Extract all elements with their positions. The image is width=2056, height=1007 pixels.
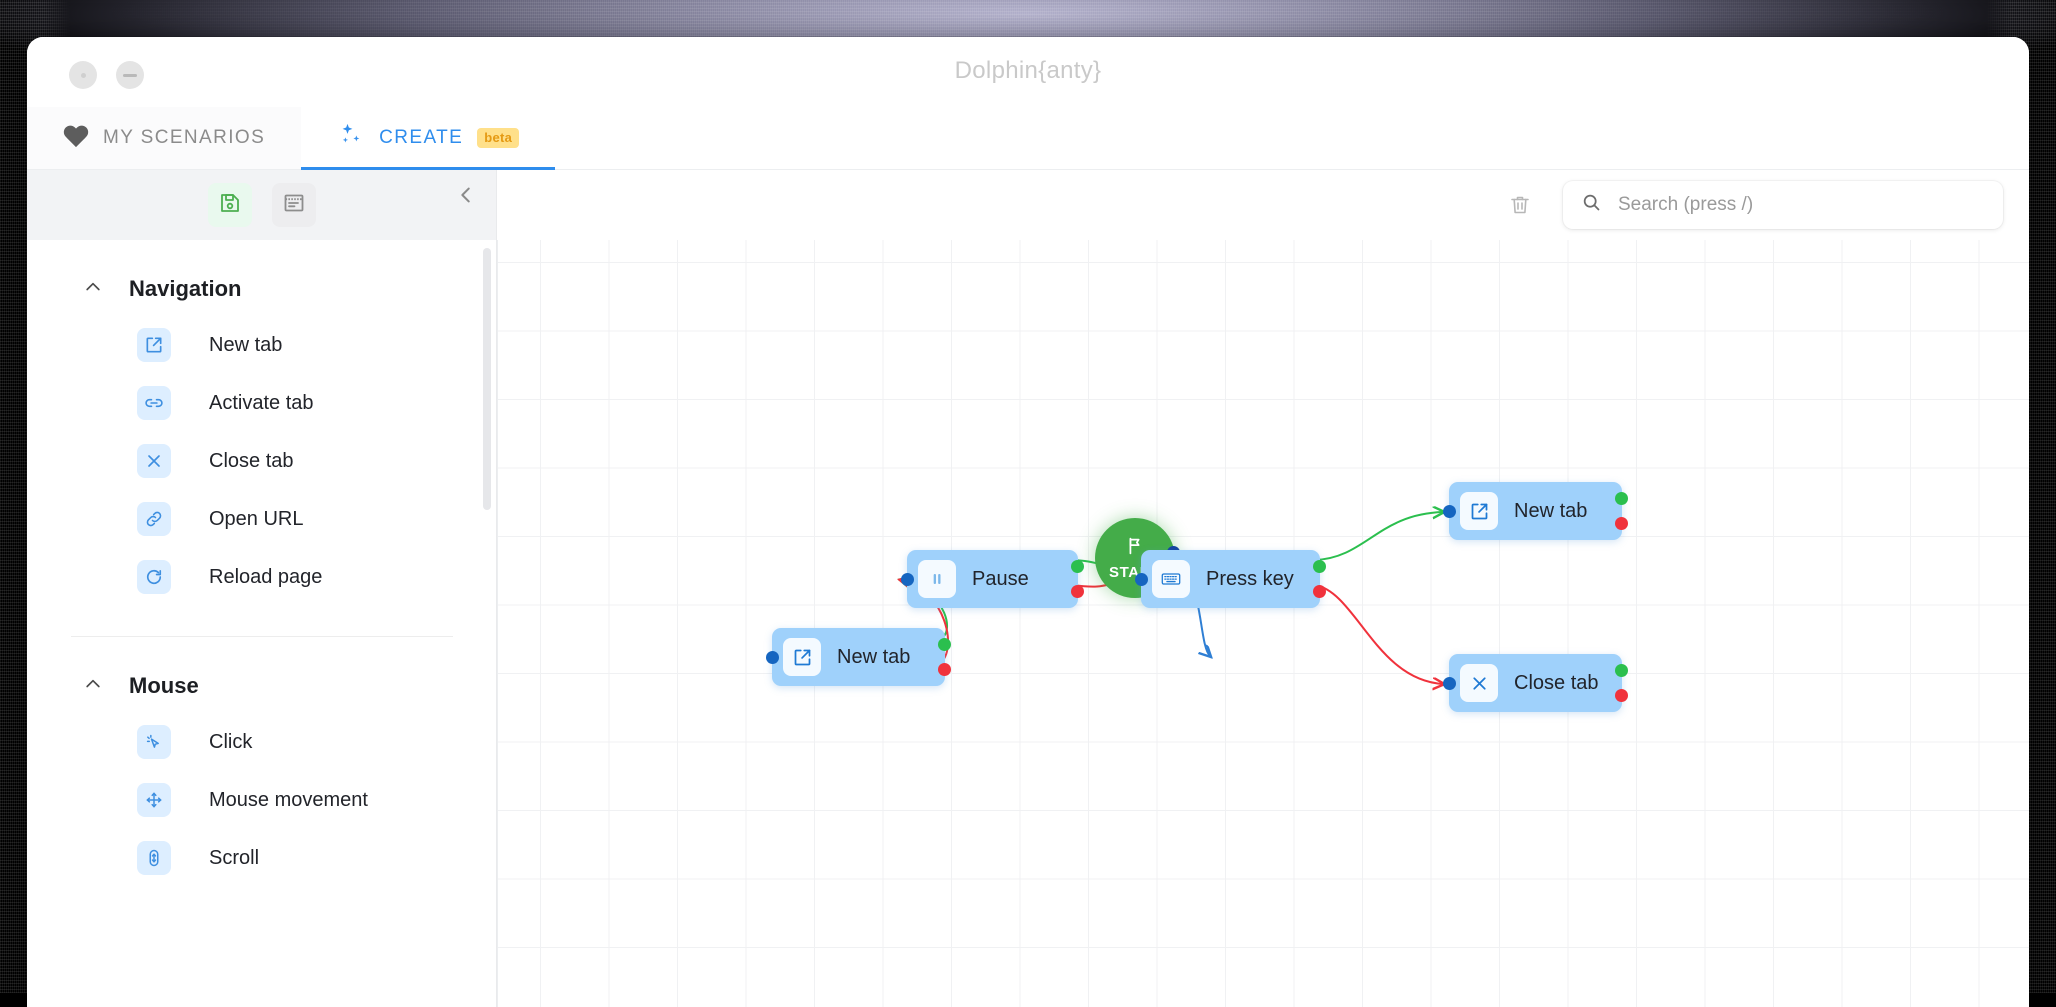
close-x-icon	[1460, 664, 1498, 702]
section-mouse-header[interactable]: Mouse	[27, 637, 497, 713]
flow-node-press-key[interactable]: Press key	[1135, 550, 1326, 608]
error-output-port[interactable]	[938, 663, 951, 676]
flow-edges	[498, 240, 2029, 1007]
external-link-icon	[137, 328, 171, 362]
section-navigation-header[interactable]: Navigation	[27, 240, 497, 316]
flow-node-label: Press key	[1206, 567, 1294, 590]
library-item-label: Reload page	[209, 565, 323, 588]
chevron-up-icon	[83, 674, 103, 699]
panel-scroll-area[interactable]: Navigation New tab	[27, 240, 497, 1007]
library-item-reload-page[interactable]: Reload page	[27, 548, 497, 606]
library-item-label: Scroll	[209, 846, 260, 869]
editor-toolbar	[497, 170, 2029, 240]
section-divider	[71, 636, 453, 637]
panel-collapse-button[interactable]	[453, 184, 479, 210]
flow-node-label: New tab	[837, 645, 911, 668]
reload-icon	[137, 560, 171, 594]
app-window: Dolphin{anty} MY SCENARIOS CREATE beta	[27, 37, 2029, 1007]
view-log-button[interactable]	[272, 183, 316, 227]
search-box[interactable]	[1563, 181, 2003, 229]
close-dot-icon	[80, 72, 86, 78]
flow-node-label: New tab	[1514, 499, 1588, 522]
section-mouse-title: Mouse	[129, 673, 199, 698]
editor-area: START New tab	[497, 170, 2029, 1007]
flag-icon	[1124, 535, 1146, 562]
app-body: Navigation New tab	[27, 170, 2029, 1007]
success-output-port[interactable]	[1615, 664, 1628, 677]
move-arrows-icon	[137, 783, 171, 817]
flow-node-new-tab-2[interactable]: New tab	[1443, 482, 1628, 540]
library-item-new-tab[interactable]: New tab	[27, 316, 497, 374]
pause-icon	[918, 560, 956, 598]
tab-create[interactable]: CREATE beta	[301, 107, 556, 170]
flow-node-pause[interactable]: Pause	[901, 550, 1084, 608]
tab-my-scenarios-label: MY SCENARIOS	[103, 127, 266, 148]
search-icon	[1581, 192, 1602, 218]
app-title: Dolphin{anty}	[954, 57, 1102, 84]
window-minimize-button[interactable]	[116, 61, 144, 89]
input-port[interactable]	[1135, 573, 1148, 586]
search-input[interactable]	[1616, 193, 1985, 217]
library-item-label: Activate tab	[209, 391, 314, 414]
tab-strip: MY SCENARIOS CREATE beta	[27, 107, 2029, 170]
section-navigation-title: Navigation	[129, 276, 242, 301]
flow-node-close-tab[interactable]: Close tab	[1443, 654, 1628, 712]
library-item-label: Click	[209, 730, 253, 753]
chevron-up-icon	[83, 277, 103, 302]
sparkle-icon	[337, 121, 365, 155]
input-port[interactable]	[1443, 677, 1456, 690]
success-output-port[interactable]	[1615, 492, 1628, 505]
flow-canvas[interactable]: START New tab	[497, 240, 2029, 1007]
flow-node-label: Pause	[972, 567, 1029, 590]
library-item-label: Close tab	[209, 449, 294, 472]
node-library-panel: Navigation New tab	[27, 170, 497, 1007]
library-item-label: Open URL	[209, 507, 304, 530]
save-scenario-button[interactable]	[208, 183, 252, 227]
panel-toolbar	[27, 170, 497, 240]
panel-scrollbar[interactable]	[483, 248, 491, 510]
flow-node-label: Close tab	[1514, 671, 1599, 694]
floppy-disk-icon	[218, 191, 242, 220]
chain-link-icon	[137, 502, 171, 536]
error-output-port[interactable]	[1615, 689, 1628, 702]
panel-border	[496, 170, 497, 1007]
link-horizontal-icon	[137, 386, 171, 420]
library-item-label: Mouse movement	[209, 788, 368, 811]
error-output-port[interactable]	[1615, 517, 1628, 530]
input-port[interactable]	[1443, 505, 1456, 518]
minus-icon	[123, 73, 137, 77]
library-item-label: New tab	[209, 333, 283, 356]
input-port[interactable]	[766, 651, 779, 664]
title-bar: Dolphin{anty}	[27, 37, 2029, 107]
external-link-icon	[783, 638, 821, 676]
cursor-click-icon	[137, 725, 171, 759]
input-port[interactable]	[901, 573, 914, 586]
section-mouse: Mouse Click	[27, 637, 497, 887]
keyboard-icon	[1152, 560, 1190, 598]
library-item-activate-tab[interactable]: Activate tab	[27, 374, 497, 432]
success-output-port[interactable]	[938, 638, 951, 651]
library-item-mouse-movement[interactable]: Mouse movement	[27, 771, 497, 829]
library-item-open-url[interactable]: Open URL	[27, 490, 497, 548]
beta-badge: beta	[477, 128, 520, 148]
flow-node-new-tab-1[interactable]: New tab	[766, 628, 951, 686]
close-x-icon	[137, 444, 171, 478]
library-item-scroll[interactable]: Scroll	[27, 829, 497, 887]
chevron-left-icon	[455, 184, 477, 211]
success-output-port[interactable]	[1071, 560, 1084, 573]
tab-my-scenarios[interactable]: MY SCENARIOS	[27, 107, 302, 169]
library-item-close-tab[interactable]: Close tab	[27, 432, 497, 490]
tab-create-label: CREATE	[379, 127, 464, 148]
log-window-icon	[282, 191, 306, 220]
external-link-icon	[1460, 492, 1498, 530]
success-output-port[interactable]	[1313, 560, 1326, 573]
library-item-click[interactable]: Click	[27, 713, 497, 771]
trash-icon[interactable]	[1503, 188, 1537, 222]
scroll-updown-icon	[137, 841, 171, 875]
error-output-port[interactable]	[1071, 585, 1084, 598]
window-close-button[interactable]	[69, 61, 97, 89]
error-output-port[interactable]	[1313, 585, 1326, 598]
heart-icon	[63, 126, 89, 150]
section-navigation: Navigation New tab	[27, 240, 497, 637]
